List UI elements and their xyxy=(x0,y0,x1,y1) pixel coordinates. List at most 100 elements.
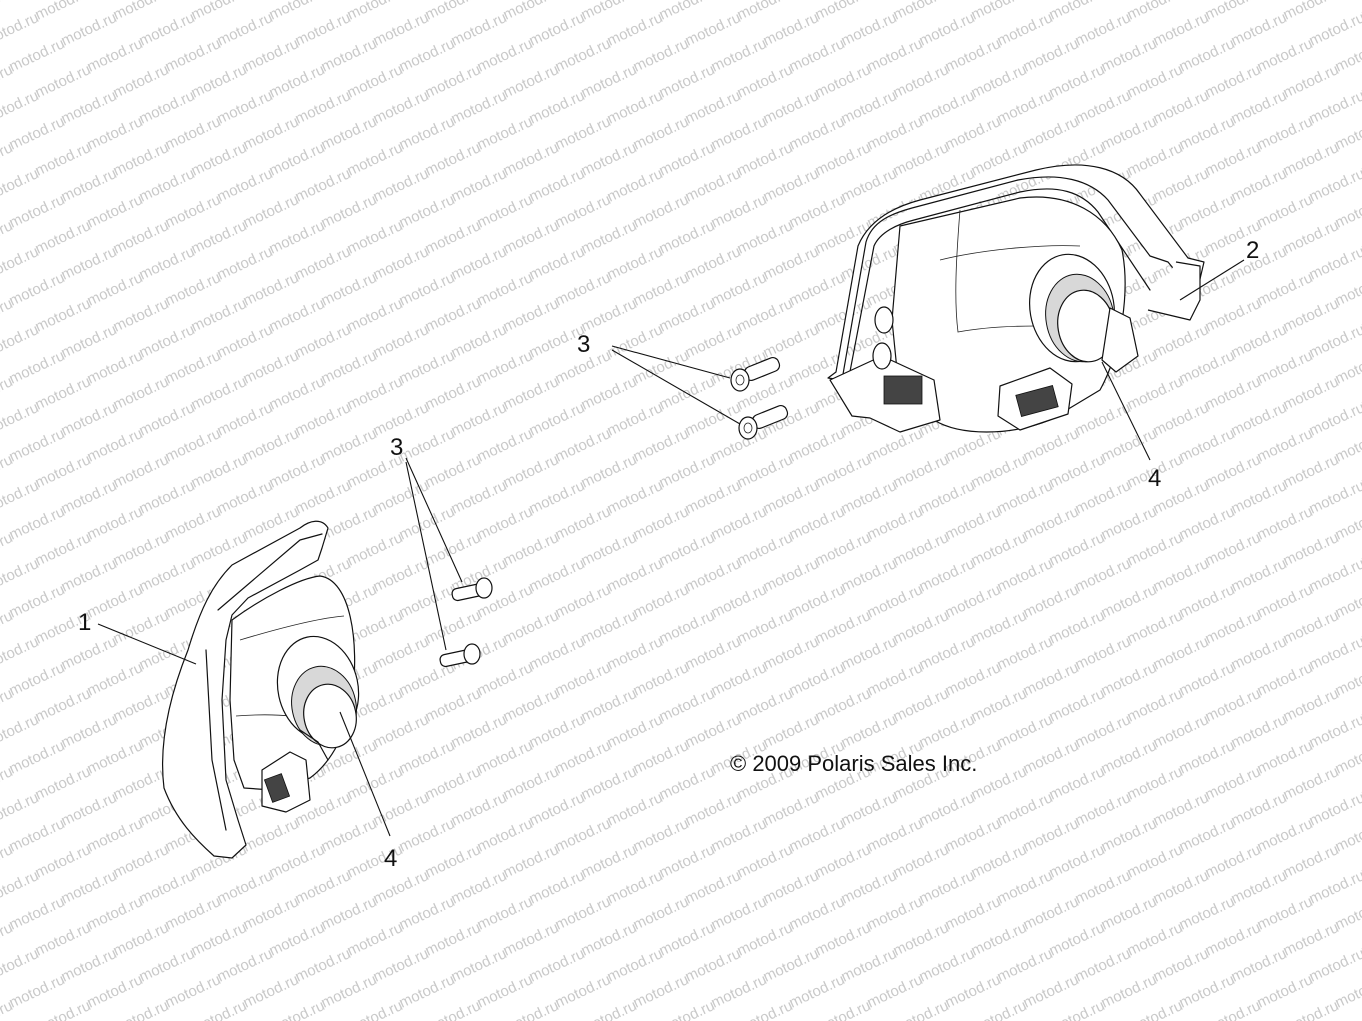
watermark-text: motod.ru xyxy=(917,477,978,517)
watermark-text: motod.ru xyxy=(137,87,198,127)
watermark-text: motod.ru xyxy=(163,893,224,933)
watermark-text: motod.ru xyxy=(85,659,146,699)
watermark-text: motod.ru xyxy=(1073,9,1134,49)
watermark-text: motod.ru xyxy=(1281,997,1342,1021)
watermark-text: motod.ru xyxy=(1203,61,1264,101)
watermark-text: motod.ru xyxy=(449,9,510,49)
watermark-text: motod.ru xyxy=(995,477,1056,517)
watermark-text: motod.ru xyxy=(735,607,796,647)
watermark-text: motod.ru xyxy=(475,815,536,855)
watermark-text: motod.ru xyxy=(1229,87,1290,127)
watermark-text: motod.ru xyxy=(1255,191,1316,231)
watermark-text: motod.ru xyxy=(917,87,978,127)
watermark-text: motod.ru xyxy=(371,165,432,205)
callout-4-right: 4 xyxy=(1148,465,1161,492)
screws-upper xyxy=(730,356,789,440)
watermark-text: motod.ru xyxy=(1099,971,1160,1011)
watermark-text: motod.ru xyxy=(839,165,900,205)
watermark-text: motod.ru xyxy=(683,243,744,283)
watermark-text: motod.ru xyxy=(1047,451,1108,491)
watermark-text: motod.ru xyxy=(475,503,536,543)
watermark-text: motod.ru xyxy=(1177,113,1238,153)
watermark-text: motod.ru xyxy=(761,165,822,205)
watermark-text: motod.ru xyxy=(215,477,276,517)
watermark-text: motod.ru xyxy=(787,815,848,855)
watermark-text: motod.ru xyxy=(1307,9,1362,49)
watermark-text: motod.ru xyxy=(761,9,822,49)
watermark-text: motod.ru xyxy=(735,217,796,257)
watermark-text: motod.ru xyxy=(163,35,224,75)
watermark-text: motod.ru xyxy=(579,61,640,101)
watermark-text: motod.ru xyxy=(1125,763,1186,803)
watermark-text: motod.ru xyxy=(1099,35,1160,75)
watermark-text: motod.ru xyxy=(1125,139,1186,179)
watermark-text: motod.ru xyxy=(7,425,68,465)
watermark-text: motod.ru xyxy=(553,659,614,699)
watermark-text: motod.ru xyxy=(241,815,302,855)
watermark-text: motod.ru xyxy=(683,633,744,673)
watermark-text: motod.ru xyxy=(189,373,250,413)
watermark-text: motod.ru xyxy=(813,919,874,959)
watermark-text: motod.ru xyxy=(449,243,510,283)
watermark-text: motod.ru xyxy=(0,243,41,283)
watermark-text: motod.ru xyxy=(501,763,562,803)
watermark-text: motod.ru xyxy=(683,87,744,127)
watermark-text: motod.ru xyxy=(891,841,952,881)
watermark-text: motod.ru xyxy=(865,35,926,75)
watermark-text: motod.ru xyxy=(501,685,562,725)
watermark-text: motod.ru xyxy=(631,893,692,933)
watermark-text: motod.ru xyxy=(293,945,354,985)
watermark-text: motod.ru xyxy=(943,581,1004,621)
watermark-text: motod.ru xyxy=(1177,893,1238,933)
watermark-text: motod.ru xyxy=(969,61,1030,101)
watermark-text: motod.ru xyxy=(371,477,432,517)
watermark-text: motod.ru xyxy=(163,425,224,465)
watermark-text: motod.ru xyxy=(813,529,874,569)
watermark-text: motod.ru xyxy=(1255,737,1316,777)
watermark-text: motod.ru xyxy=(605,711,666,751)
watermark-text: motod.ru xyxy=(449,87,510,127)
watermark-text: motod.ru xyxy=(267,0,328,24)
callout-2: 2 xyxy=(1246,237,1259,264)
watermark-text: motod.ru xyxy=(85,971,146,1011)
watermark-text: motod.ru xyxy=(85,425,146,465)
headlight-left xyxy=(161,520,360,859)
watermark-text: motod.ru xyxy=(813,607,874,647)
watermark-text: motod.ru xyxy=(1203,373,1264,413)
watermark-text: motod.ru xyxy=(917,945,978,985)
screw-upper-1 xyxy=(730,356,781,392)
watermark-text: motod.ru xyxy=(371,633,432,673)
watermark-text: motod.ru xyxy=(85,347,146,387)
watermark-text: motod.ru xyxy=(969,763,1030,803)
watermark-text: motod.ru xyxy=(995,789,1056,829)
watermark-text: motod.ru xyxy=(891,919,952,959)
watermark-text: motod.ru xyxy=(1151,321,1212,361)
watermark-text: motod.ru xyxy=(761,87,822,127)
watermark-text: motod.ru xyxy=(137,555,198,595)
callout-1: 1 xyxy=(78,609,91,636)
watermark-text: motod.ru xyxy=(865,971,926,1011)
watermark-text: motod.ru xyxy=(579,841,640,881)
watermark-text: motod.ru xyxy=(1229,321,1290,361)
watermark-text: motod.ru xyxy=(397,503,458,543)
watermark-text: motod.ru xyxy=(709,581,770,621)
watermark-text: motod.ru xyxy=(579,0,640,24)
screws-lower xyxy=(439,577,493,668)
watermark-text: motod.ru xyxy=(1281,295,1342,335)
watermark-text: motod.ru xyxy=(59,945,120,985)
watermark-text: motod.ru xyxy=(969,0,1030,24)
watermark-text: motod.ru xyxy=(813,61,874,101)
watermark-text: motod.ru xyxy=(371,87,432,127)
watermark-text: motod.ru xyxy=(1203,607,1264,647)
watermark-text: motod.ru xyxy=(0,477,41,517)
watermark-text: motod.ru xyxy=(319,35,380,75)
watermark-text: motod.ru xyxy=(319,893,380,933)
watermark-text: motod.ru xyxy=(241,425,302,465)
watermark-text: motod.ru xyxy=(1229,945,1290,985)
watermark-text: motod.ru xyxy=(1255,971,1316,1011)
watermark-text: motod.ru xyxy=(59,789,120,829)
watermark-text: motod.ru xyxy=(1151,165,1212,205)
watermark-text: motod.ru xyxy=(1255,347,1316,387)
watermark-text: motod.ru xyxy=(943,503,1004,543)
